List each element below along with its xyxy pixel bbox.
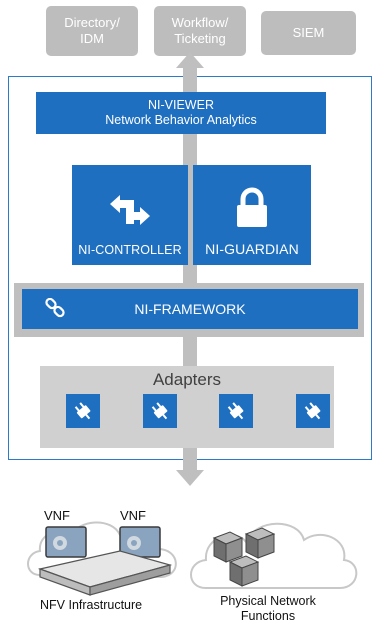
physical-network-illustration <box>190 522 358 589</box>
adapters-title: Adapters <box>152 370 222 389</box>
workflow-line2: Ticketing <box>174 31 226 46</box>
workflow-ticketing-box: Workflow/Ticketing <box>154 6 246 56</box>
ni-framework-label: NI-FRAMEWORK <box>134 301 246 317</box>
adapter-4 <box>296 394 330 428</box>
directory-line2: IDM <box>80 31 104 46</box>
adapter-2 <box>143 394 177 428</box>
nfv-infrastructure-illustration <box>27 521 177 596</box>
arrow-down-icon <box>176 470 204 486</box>
adapter-3 <box>219 394 253 428</box>
ni-controller-box: NI-CONTROLLER <box>72 165 188 265</box>
workflow-line1: Workflow/ <box>171 15 229 30</box>
ni-viewer-subtitle: Network Behavior Analytics <box>105 113 257 127</box>
plug-icon <box>227 402 244 420</box>
siem-label: SIEM <box>292 25 325 40</box>
arrow-up-icon <box>176 52 204 68</box>
plug-icon <box>304 402 321 420</box>
data-spine <box>183 66 197 454</box>
ni-viewer-box: NI-VIEWER Network Behavior Analytics <box>36 92 326 134</box>
vnf-label-1: VNF <box>44 508 70 523</box>
ni-framework-box: NI-FRAMEWORK <box>22 289 358 329</box>
physical-caption-line2: Functions <box>240 609 296 623</box>
physical-caption-line1: Physical Network <box>220 594 316 608</box>
ni-viewer-title: NI-VIEWER <box>148 98 214 112</box>
ni-guardian-label: NI-GUARDIAN <box>205 241 299 257</box>
ni-guardian-box: NI-GUARDIAN <box>193 165 311 265</box>
directory-line1: Directory/ <box>64 15 120 30</box>
vnf-label-2: VNF <box>120 508 146 523</box>
siem-box: SIEM <box>261 11 356 55</box>
lock-icon <box>237 187 267 227</box>
adapter-1 <box>66 394 100 428</box>
plug-icon <box>74 402 91 420</box>
plug-icon <box>151 402 168 420</box>
directory-idm-box: Directory/IDM <box>46 6 138 56</box>
link-icon <box>45 298 65 318</box>
sync-arrows-icon <box>110 195 150 225</box>
ni-controller-label: NI-CONTROLLER <box>78 243 182 257</box>
nfv-caption: NFV Infrastructure <box>40 598 143 612</box>
